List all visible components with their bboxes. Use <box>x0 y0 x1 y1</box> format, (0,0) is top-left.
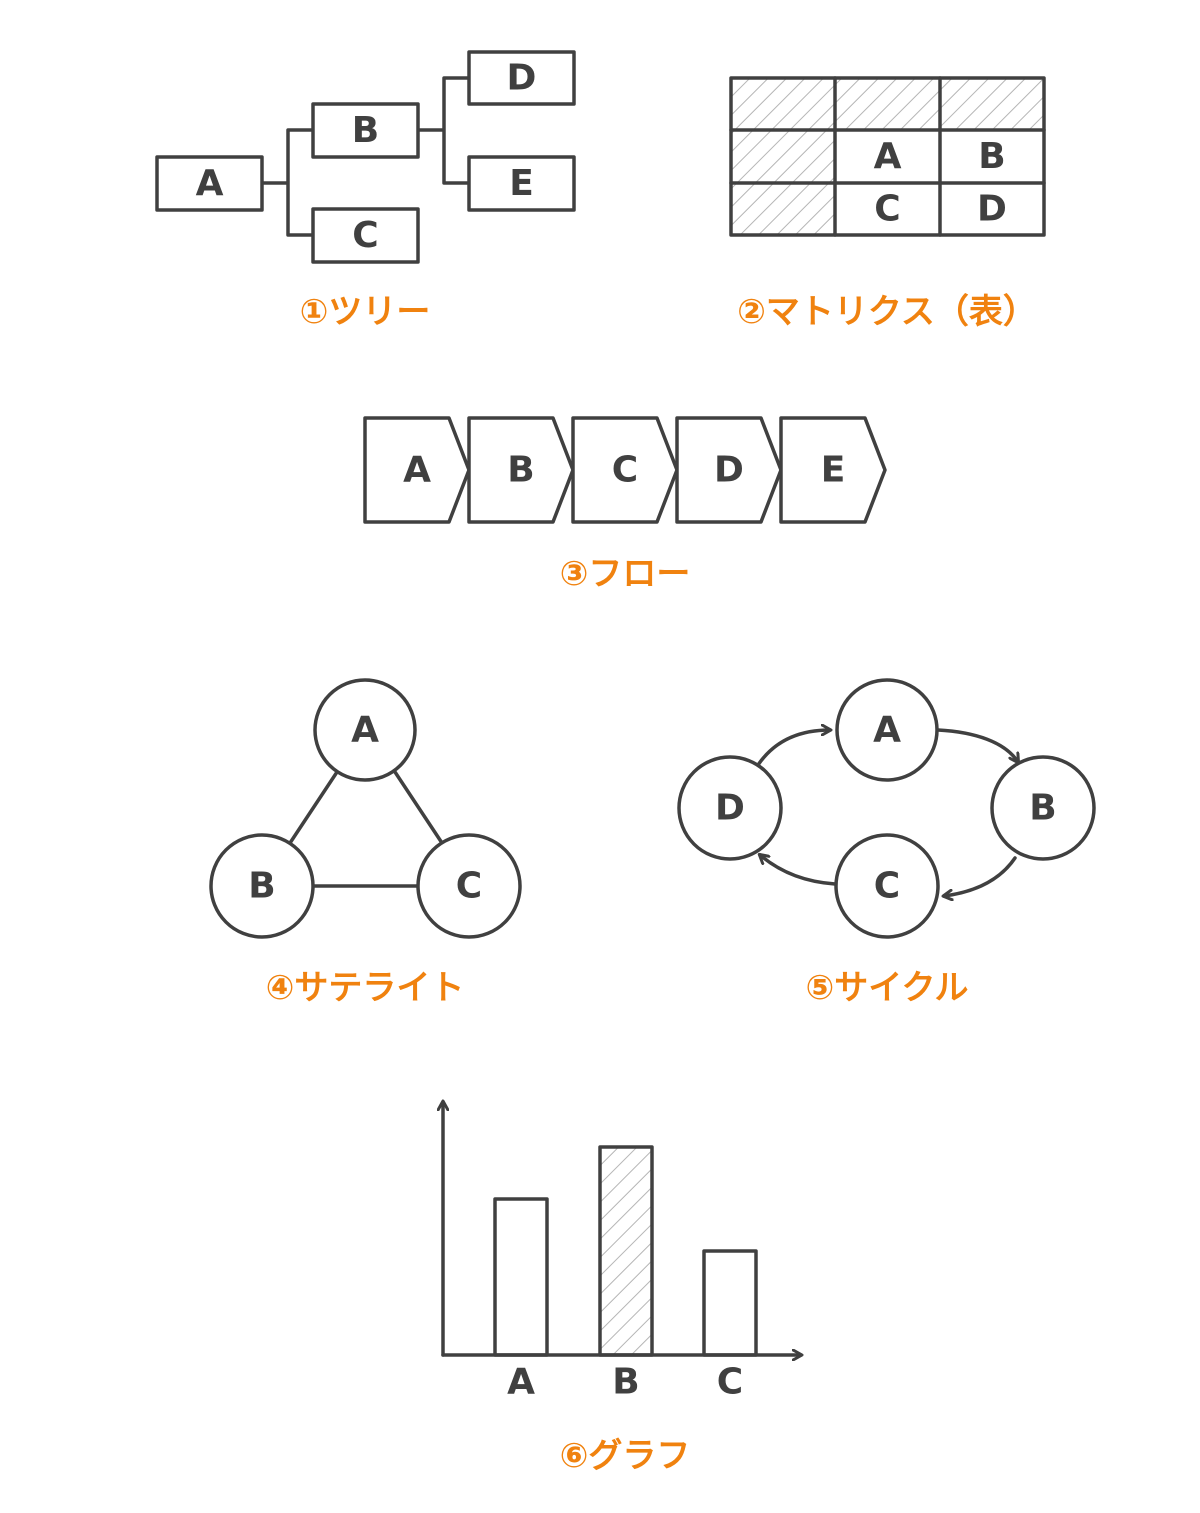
x-tick-labels: A B C <box>507 1362 743 1403</box>
cycle-node-d: D <box>677 755 783 861</box>
matrix-header-row-hatch <box>731 78 1044 130</box>
tree-node-c-label: C <box>352 215 378 256</box>
matrix-diagram: A B C D ②マトリクス（表） <box>729 76 1046 332</box>
cycle-node-a: A <box>835 678 939 782</box>
cycle-diagram: A B C D ⑤サイクル <box>677 678 1096 1008</box>
satellite-node-b-label: B <box>248 866 275 907</box>
cycle-node-a-label: A <box>873 710 901 751</box>
cycle-node-c: C <box>834 833 940 939</box>
flow-diagram: A B C D E ③フロー <box>363 416 887 594</box>
cycle-arrow-d-to-a <box>756 730 830 767</box>
tree-node-e: E <box>467 155 576 212</box>
flow-step-e: E <box>779 416 887 524</box>
flow-step-a-label: A <box>403 450 431 491</box>
flow-step-d-label: D <box>714 450 744 491</box>
x-tick-label-a: A <box>507 1362 535 1403</box>
matrix-caption: ②マトリクス（表） <box>737 292 1037 332</box>
bar-c <box>702 1249 758 1357</box>
satellite-caption: ④サテライト <box>266 968 465 1008</box>
cycle-arrow-c-to-d <box>760 855 837 886</box>
tree-diagram: A B C D E ①ツリー <box>155 50 576 332</box>
tree-node-c: C <box>311 207 420 264</box>
tree-node-d: D <box>467 50 576 106</box>
satellite-node-a: A <box>313 678 417 782</box>
cycle-node-c-label: C <box>874 866 900 907</box>
bar-chart: A B C ⑥グラフ <box>443 1102 801 1476</box>
matrix-grid <box>729 76 1046 237</box>
flow-step-c-label: C <box>612 450 638 491</box>
cycle-node-b-label: B <box>1029 788 1056 829</box>
tree-node-a-label: A <box>196 163 224 204</box>
matrix-cell-d: D <box>977 189 1007 230</box>
tree-node-d-label: D <box>507 58 537 99</box>
x-tick-label-c: C <box>717 1362 743 1403</box>
x-tick-label-b: B <box>612 1362 639 1403</box>
tree-node-a: A <box>155 155 264 212</box>
satellite-node-a-label: A <box>351 710 379 751</box>
cycle-arrow-a-to-b <box>936 728 1018 762</box>
flow-step-a: A <box>363 416 471 524</box>
tree-node-e-label: E <box>509 163 534 204</box>
flow-step-b-label: B <box>507 450 534 491</box>
cycle-node-d-label: D <box>715 788 745 829</box>
flow-step-b: B <box>467 416 575 524</box>
flow-step-e-label: E <box>821 450 846 491</box>
matrix-cell-b: B <box>978 136 1005 177</box>
tree-caption: ①ツリー <box>300 292 431 332</box>
satellite-node-b: B <box>209 833 315 939</box>
flow-step-c: C <box>571 416 679 524</box>
cycle-arrow-b-to-c <box>944 856 1017 896</box>
tree-node-b-label: B <box>352 110 379 151</box>
satellite-node-c: C <box>416 833 522 939</box>
graph-caption: ⑥グラフ <box>560 1436 691 1476</box>
satellite-diagram: A B C ④サテライト <box>209 678 522 1008</box>
flow-step-d: D <box>675 416 783 524</box>
tree-node-b: B <box>311 102 420 159</box>
satellite-node-c-label: C <box>456 866 482 907</box>
bars-layer <box>493 1145 758 1357</box>
bar-b-hatch <box>600 1147 652 1355</box>
tree-connectors <box>260 76 471 237</box>
matrix-cell-c: C <box>874 189 900 230</box>
cycle-caption: ⑤サイクル <box>805 968 968 1008</box>
bar-a <box>493 1197 549 1357</box>
satellite-edges <box>288 770 444 888</box>
flow-caption: ③フロー <box>560 554 691 594</box>
cycle-node-b: B <box>990 755 1096 861</box>
cycle-arrows <box>756 728 1018 896</box>
matrix-cell-a: A <box>874 136 902 177</box>
